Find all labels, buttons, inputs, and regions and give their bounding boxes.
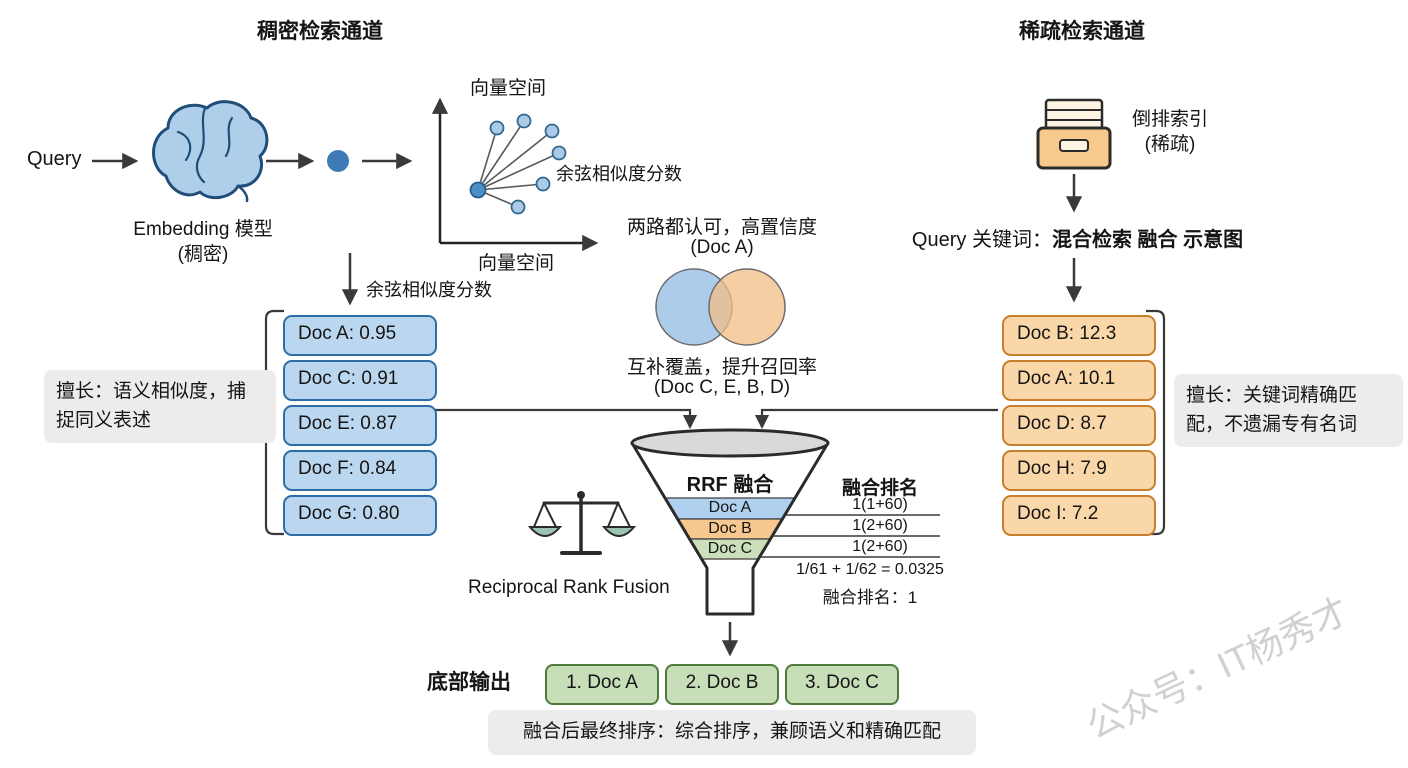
rank-sum-formula: 1/61 + 1/62 = 0.0325 — [796, 561, 944, 578]
cosine-score-plot-label: 余弦相似度分数 — [556, 164, 682, 184]
sparse-list-bracket — [1146, 309, 1166, 536]
sparse-query-keywords: 混合检索 融合 示意图 — [1051, 229, 1244, 251]
rank-header: 融合排名 — [841, 478, 918, 499]
rank-formula: 1(1+60) — [852, 496, 908, 513]
dense-flow-arrows — [92, 152, 413, 306]
vector-space-plot — [431, 97, 599, 252]
sparse-query-prefix: Query 关键词： — [911, 229, 1052, 251]
venn-bottom-label: 互补覆盖，提升召回率 — [626, 357, 817, 378]
venn-top-label: 两路都认可，高置信度 — [626, 217, 817, 238]
inverted-index-sub: (稀疏) — [1144, 134, 1196, 155]
dense-doc-item: Doc F: 0.84 — [283, 450, 437, 491]
output-item: 2. Doc B — [665, 664, 779, 705]
embedding-model-label: Embedding 模型 — [133, 219, 273, 240]
venn-top-sub: (Doc A) — [690, 237, 754, 258]
vector-space-top-label: 向量空间 — [469, 78, 546, 99]
output-item: 3. Doc C — [785, 664, 899, 705]
query-label: Query — [27, 148, 82, 170]
final-ranking-note: 融合后最终排序：综合排序，兼顾语义和精确匹配 — [488, 710, 976, 755]
output-label: 底部输出 — [427, 671, 511, 694]
embedding-model-sub: (稠密) — [177, 244, 229, 265]
inverted-index-label: 倒排索引 — [1131, 109, 1208, 130]
sparse-doc-item: Doc D: 8.7 — [1002, 405, 1156, 446]
funnel-row-label: Doc A — [708, 499, 752, 516]
vector-space-axis-label: 向量空间 — [478, 253, 555, 274]
balance-scale-icon — [527, 491, 637, 555]
venn-bottom-sub: (Doc C, E, B, D) — [653, 377, 791, 398]
converge-lines — [428, 408, 998, 430]
sparse-strength-note: 擅长：关键词精确匹配，不遗漏专有名词 — [1174, 374, 1403, 447]
brain-icon — [152, 100, 269, 203]
dense-doc-item: Doc C: 0.91 — [283, 360, 437, 401]
sparse-query-line: Query 关键词：混合检索 融合 示意图 — [880, 223, 1275, 252]
funnel-row-label: Doc B — [708, 520, 752, 537]
rank-result: 融合排名：1 — [822, 588, 918, 607]
inverted-index-drawer-icon — [1036, 98, 1112, 170]
rank-formula: 1(2+60) — [852, 517, 908, 534]
sparse-doc-item: Doc A: 10.1 — [1002, 360, 1156, 401]
sparse-doc-item: Doc H: 7.9 — [1002, 450, 1156, 491]
output-item: 1. Doc A — [545, 664, 659, 705]
sparse-channel-title: 稀疏检索通道 — [1019, 20, 1145, 43]
dense-doc-item: Doc E: 0.87 — [283, 405, 437, 446]
funnel-row-label: Doc C — [707, 540, 753, 557]
dense-doc-item: Doc A: 0.95 — [283, 315, 437, 356]
embedding-vector-dot — [327, 150, 349, 172]
scale-caption: Reciprocal Rank Fusion — [468, 577, 670, 598]
dense-channel-title: 稠密检索通道 — [257, 20, 383, 43]
dense-doc-item: Doc G: 0.80 — [283, 495, 437, 536]
rank-formula: 1(2+60) — [852, 538, 908, 555]
sparse-doc-item: Doc B: 12.3 — [1002, 315, 1156, 356]
sparse-doc-item: Doc I: 7.2 — [1002, 495, 1156, 536]
cosine-score-arrow-label: 余弦相似度分数 — [366, 280, 492, 300]
dense-strength-note: 擅长：语义相似度，捕捉同义表述 — [44, 370, 276, 443]
venn-diagram — [655, 268, 786, 346]
rank-connector-lines — [761, 514, 940, 558]
funnel-title: RRF 融合 — [686, 474, 774, 496]
